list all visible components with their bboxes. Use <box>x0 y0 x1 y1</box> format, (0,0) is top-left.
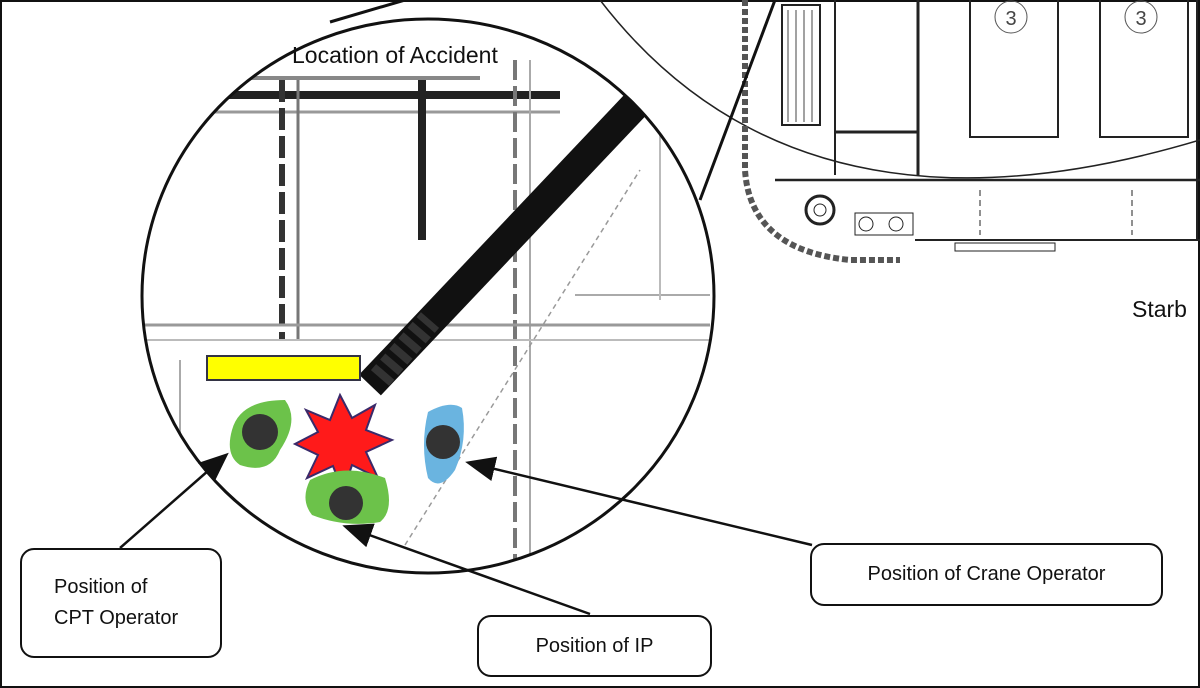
magnified-detail <box>142 60 710 560</box>
title-label: Location of Accident <box>292 42 498 68</box>
deck-plan <box>599 0 1200 263</box>
crane-boom <box>359 89 651 396</box>
crane-operator-figure <box>424 404 464 484</box>
cpt-operator-arrow <box>119 452 229 549</box>
cpt-operator-callout: Position of CPT Operator <box>20 548 222 658</box>
zoom-line <box>329 0 406 24</box>
zoom-line <box>698 0 777 201</box>
cpt-operator-figure <box>229 400 292 468</box>
ip-figure <box>305 470 389 524</box>
deck-marker-label: 3 <box>1005 8 1016 30</box>
ip-callout: Position of IP <box>477 615 712 677</box>
large-arc <box>599 0 1200 179</box>
ip-arrow <box>342 523 591 616</box>
suspended-load <box>206 355 361 381</box>
deck-marker-label: 3 <box>1135 8 1146 30</box>
crane-operator-callout: Position of Crane Operator <box>810 543 1163 606</box>
crane-operator-arrow <box>465 456 813 547</box>
deck-marker <box>994 0 1158 34</box>
starboard-label: Starb <box>1132 296 1187 322</box>
magnifier-circle <box>140 17 716 575</box>
